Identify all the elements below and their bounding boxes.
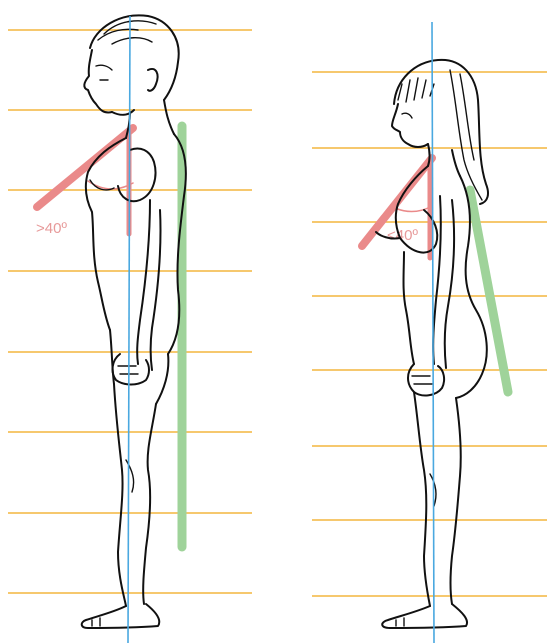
- female-angle-arc: [395, 206, 432, 212]
- male-chest-slope-line: [37, 128, 133, 207]
- female-panel: <40º: [312, 22, 547, 643]
- male-panel: >40º: [8, 15, 252, 643]
- female-back-line: [470, 190, 508, 392]
- female-center-axis: [432, 22, 434, 643]
- male-figure: [82, 15, 186, 628]
- male-angle-marker: [37, 128, 133, 234]
- male-angle-label: >40º: [36, 220, 67, 237]
